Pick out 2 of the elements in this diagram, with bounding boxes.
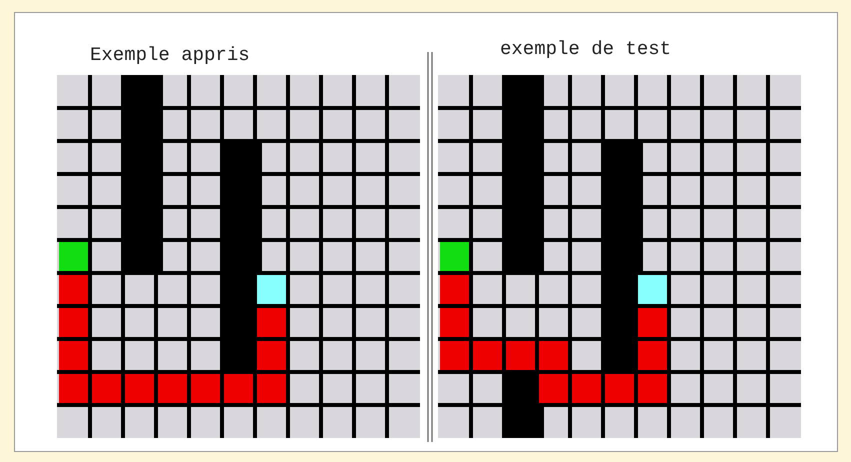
grid-title: Exemple appris <box>90 44 250 66</box>
grid-title: exemple de test <box>500 38 672 60</box>
